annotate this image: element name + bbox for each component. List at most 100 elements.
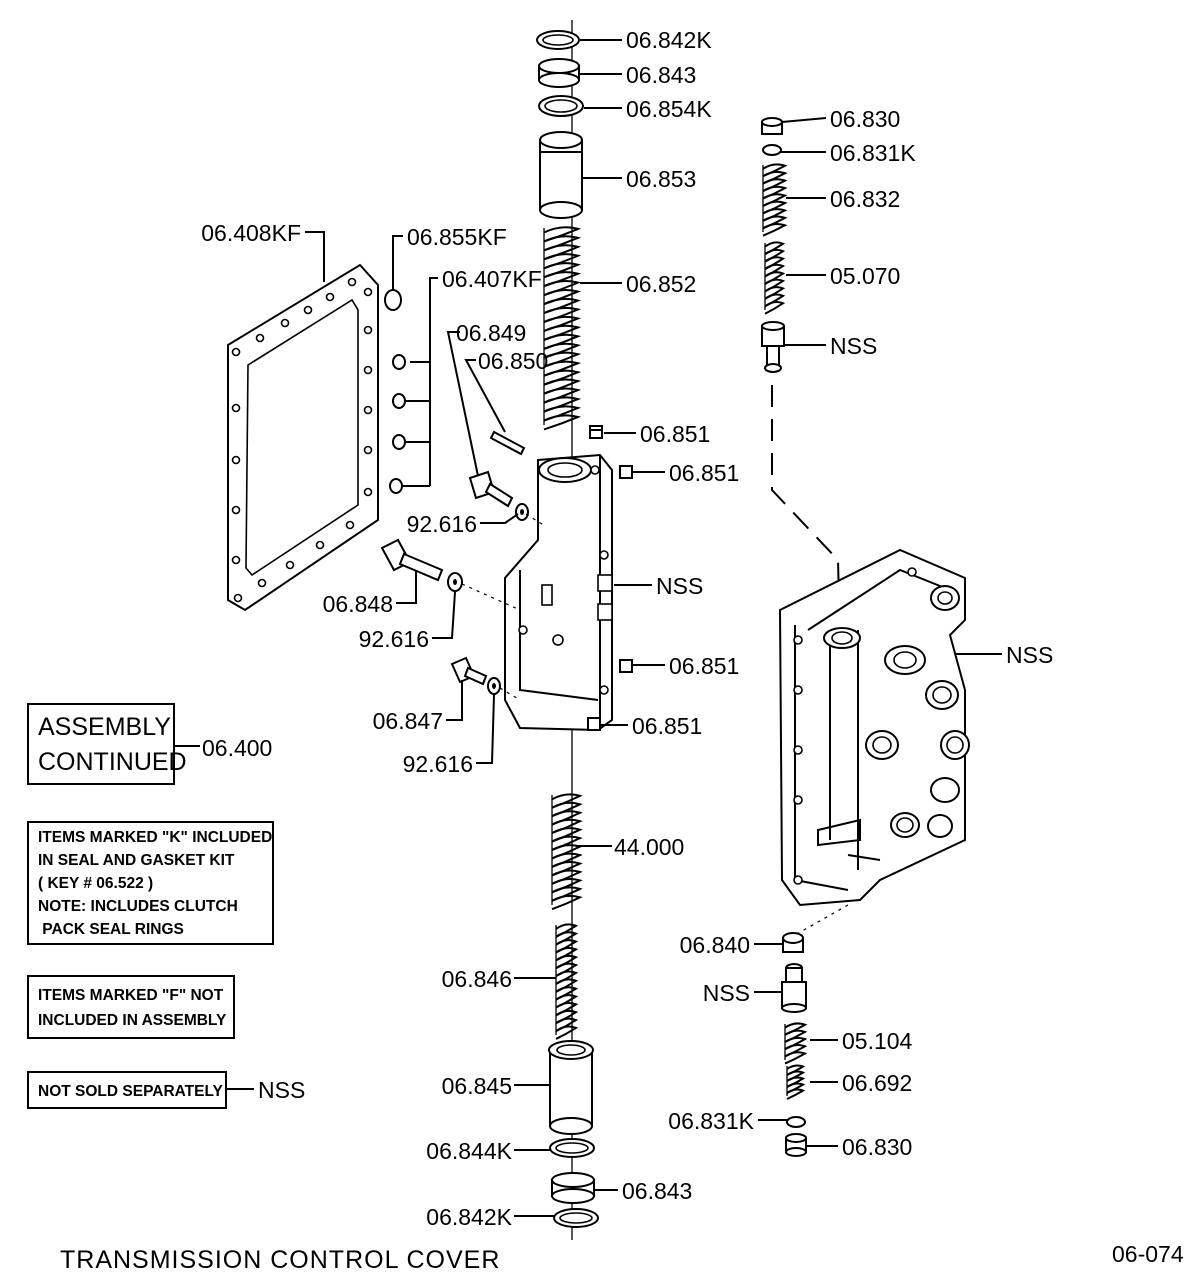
spring-05-104 bbox=[784, 1022, 808, 1065]
spring-06-852 bbox=[543, 226, 582, 431]
callout-92-616-c: 92.616 bbox=[403, 751, 473, 777]
seal-ring-06-842k-top bbox=[536, 30, 580, 50]
gasket-bolt-hole bbox=[231, 403, 241, 413]
callout-06-854k: 06.854K bbox=[626, 96, 712, 122]
spring-coil bbox=[555, 1025, 579, 1040]
callout-06-830-bottom: 06.830 bbox=[842, 1134, 912, 1160]
assembly-line1: ASSEMBLY bbox=[38, 713, 171, 741]
callout-06-847: 06.847 bbox=[373, 708, 443, 734]
gasket-bolt-hole bbox=[231, 505, 241, 515]
plunger-nss-top bbox=[761, 321, 785, 373]
callout-nss-body: NSS bbox=[656, 573, 703, 599]
nss-abbreviation: NSS bbox=[258, 1077, 305, 1103]
k-note-line-4: NOTE: INCLUDES CLUTCH bbox=[38, 898, 238, 915]
spring-06-832 bbox=[762, 163, 788, 237]
callout-06-851-a: 06.851 bbox=[640, 421, 710, 447]
callout-06-842k-top: 06.842K bbox=[626, 27, 712, 53]
callout-06-407kf: 06.407KF bbox=[442, 266, 542, 292]
callout-nss-cover: NSS bbox=[1006, 642, 1053, 668]
alignment-line-b bbox=[461, 583, 521, 611]
callout-06-855kf: 06.855KF bbox=[407, 224, 507, 250]
spring-05-070 bbox=[764, 241, 786, 315]
plug-06-851-a bbox=[589, 425, 603, 439]
plug-06-851-b bbox=[619, 465, 633, 479]
gasket-bolt-hole bbox=[347, 277, 357, 287]
seal-ring-06-854k bbox=[538, 95, 584, 117]
spring-coil bbox=[784, 1051, 808, 1065]
figure-number: 06-074 bbox=[1112, 1241, 1184, 1267]
k-note-line-3: ( KEY # 06.522 ) bbox=[38, 875, 153, 892]
cap-06-843-bottom bbox=[551, 1172, 595, 1204]
gasket-bolt-hole bbox=[233, 593, 243, 603]
spring-06-846 bbox=[555, 923, 579, 1040]
callout-06-832: 06.832 bbox=[830, 186, 900, 212]
callout-06-842k-bottom: 06.842K bbox=[426, 1204, 512, 1230]
k-note-line-2: IN SEAL AND GASKET KIT bbox=[38, 852, 235, 869]
callout-06-830-top: 06.830 bbox=[830, 106, 900, 132]
gasket-bolt-hole bbox=[363, 445, 373, 455]
f-note-line-1: ITEMS MARKED "F" NOT bbox=[38, 987, 224, 1004]
callout-06-851-d: 06.851 bbox=[632, 713, 702, 739]
gasket-bolt-hole bbox=[231, 455, 241, 465]
gasket-bolt-hole bbox=[257, 578, 267, 588]
callout-06-831k-bottom: 06.831K bbox=[668, 1108, 754, 1134]
bolt-06-849 bbox=[468, 470, 514, 508]
assembly-ref-06-400: 06.400 bbox=[202, 735, 272, 761]
callout-06-851-b: 06.851 bbox=[669, 460, 739, 486]
callout-06-408kf: 06.408KF bbox=[201, 220, 301, 246]
callout-92-616-a: 92.616 bbox=[407, 511, 477, 537]
callout-06-844k: 06.844K bbox=[426, 1138, 512, 1164]
callout-06-851-c: 06.851 bbox=[669, 653, 739, 679]
spring-coil bbox=[764, 300, 786, 315]
callout-92-616-b: 92.616 bbox=[359, 626, 429, 652]
leader-lines bbox=[174, 39, 1002, 1217]
valve-nss-lower bbox=[781, 963, 807, 1013]
callout-06-845: 06.845 bbox=[442, 1073, 512, 1099]
gasket-bolt-hole bbox=[315, 540, 325, 550]
control-cover-casting-nss bbox=[778, 548, 970, 907]
callout-06-849: 06.849 bbox=[456, 320, 526, 346]
seal-ring-06-844k bbox=[549, 1138, 595, 1158]
gasket-bolt-hole bbox=[363, 487, 373, 497]
f-note-line-2: INCLUDED IN ASSEMBLY bbox=[38, 1012, 227, 1029]
piston-06-853 bbox=[539, 131, 583, 219]
callout-nss-plunger: NSS bbox=[830, 333, 877, 359]
gasket-bolt-hole bbox=[303, 305, 313, 315]
washer-92-616-c bbox=[487, 677, 501, 695]
ring-06-831k-bottom bbox=[786, 1116, 806, 1128]
gasket-bolt-hole bbox=[363, 405, 373, 415]
spring-coil bbox=[762, 222, 788, 237]
k-note-line-5: PACK SEAL RINGS bbox=[38, 921, 184, 938]
nss-note-text: NOT SOLD SEPARATELY bbox=[38, 1083, 224, 1100]
spring-44-000 bbox=[551, 793, 583, 911]
callout-05-070: 05.070 bbox=[830, 263, 900, 289]
cap-06-840 bbox=[782, 932, 804, 953]
callout-06-831k-top: 06.831K bbox=[830, 140, 916, 166]
spring-coil bbox=[543, 414, 582, 431]
spring-coil bbox=[786, 1088, 806, 1100]
cap-06-830-bottom bbox=[785, 1133, 807, 1157]
callout-06-848: 06.848 bbox=[323, 591, 393, 617]
gasket-bolt-hole bbox=[325, 292, 335, 302]
assembly-line2: CONTINUED bbox=[38, 748, 187, 776]
washer-92-616-a bbox=[515, 503, 529, 521]
bolt-06-847 bbox=[450, 656, 488, 686]
gasket-bolt-hole bbox=[363, 287, 373, 297]
callout-06-853: 06.853 bbox=[626, 166, 696, 192]
pin-06-850 bbox=[489, 430, 526, 456]
callout-05-104: 05.104 bbox=[842, 1028, 913, 1054]
gasket-bolt-hole bbox=[231, 347, 241, 357]
callout-06-850: 06.850 bbox=[478, 348, 548, 374]
seal-ring-06-842k-bottom bbox=[553, 1208, 599, 1228]
gasket-bolt-hole bbox=[280, 318, 290, 328]
piston-06-845 bbox=[548, 1040, 594, 1135]
washer-92-616-b bbox=[447, 572, 463, 592]
alignment-line-right-bottom bbox=[794, 904, 849, 936]
spring-06-692 bbox=[786, 1064, 806, 1100]
diagram-title: TRANSMISSION CONTROL COVER bbox=[60, 1246, 500, 1274]
nss-note-box: NOT SOLD SEPARATELY bbox=[27, 1071, 227, 1109]
plug-06-851-d bbox=[587, 717, 601, 731]
bolt-06-848 bbox=[380, 538, 444, 582]
gasket-bolt-hole bbox=[363, 325, 373, 335]
